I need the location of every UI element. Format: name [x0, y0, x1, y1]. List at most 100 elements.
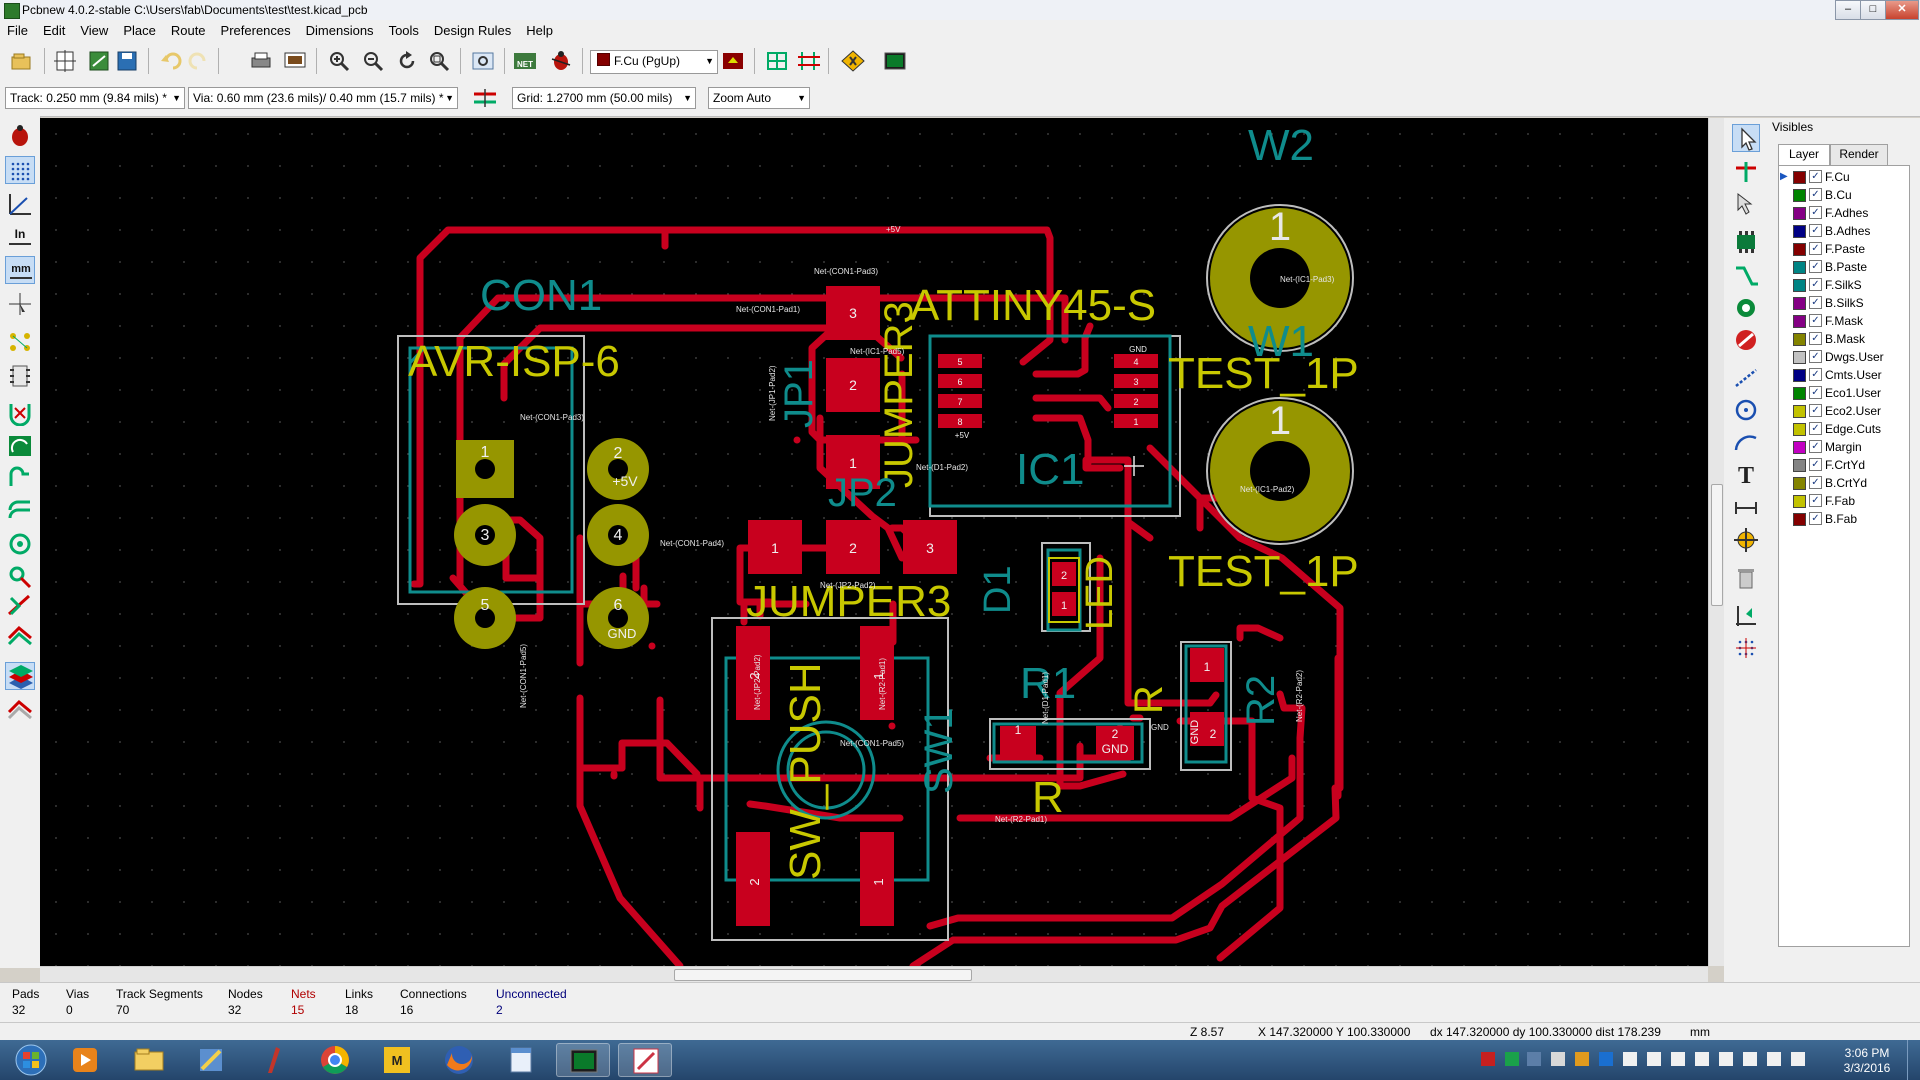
layer-color-swatch[interactable]	[1793, 387, 1806, 400]
page-settings-icon[interactable]	[52, 49, 78, 73]
layer-visibility-checkbox[interactable]: ✓	[1809, 494, 1822, 507]
layer-visibility-checkbox[interactable]: ✓	[1809, 224, 1822, 237]
layer-color-swatch[interactable]	[1793, 171, 1806, 184]
close-button[interactable]: ✕	[1885, 0, 1919, 20]
menu-preferences[interactable]: Preferences	[220, 23, 291, 38]
add-text-icon[interactable]: T	[1732, 460, 1760, 488]
microwave-icon[interactable]	[5, 592, 35, 620]
plot-icon[interactable]	[282, 49, 308, 73]
layer-row-fcrtyd[interactable]: ✓F.CrtYd	[1779, 456, 1909, 474]
delete-tool-icon[interactable]	[1732, 564, 1760, 592]
show-layers-panel-icon[interactable]	[5, 662, 35, 690]
auto-delete-track-icon[interactable]	[5, 398, 35, 426]
layer-row-bcu[interactable]: ✓B.Cu	[1779, 186, 1909, 204]
layer-row-fpaste[interactable]: ✓F.Paste	[1779, 240, 1909, 258]
add-keepout-icon[interactable]	[1732, 326, 1760, 354]
tray-monitor-icon[interactable]	[1551, 1052, 1565, 1066]
layer-row-fmask[interactable]: ✓F.Mask	[1779, 312, 1909, 330]
zoom-select[interactable]: Zoom Auto▼	[708, 87, 810, 109]
taskbar-tools-icon[interactable]	[184, 1043, 238, 1077]
microwave-tools-icon[interactable]	[5, 694, 35, 722]
highlight-net-icon[interactable]	[1732, 158, 1760, 186]
select-tool-icon[interactable]	[1732, 124, 1760, 152]
layer-row-fadhes[interactable]: ✓F.Adhes	[1779, 204, 1909, 222]
zoom-out-icon[interactable]	[360, 49, 386, 73]
layer-visibility-checkbox[interactable]: ✓	[1809, 206, 1822, 219]
print-icon[interactable]	[248, 49, 274, 73]
layer-row-ffab[interactable]: ✓F.Fab	[1779, 492, 1909, 510]
drc-icon[interactable]	[548, 49, 574, 73]
add-via-icon[interactable]	[1732, 294, 1760, 322]
set-origin-icon[interactable]	[1732, 602, 1760, 630]
tab-layer[interactable]: Layer	[1778, 144, 1830, 166]
minimize-button[interactable]: –	[1835, 0, 1861, 20]
tray-volume-icon[interactable]	[1791, 1052, 1805, 1066]
netlist-icon[interactable]: NET	[512, 49, 538, 73]
layer-row-bsilks[interactable]: ✓B.SilkS	[1779, 294, 1909, 312]
route-track-icon[interactable]	[1732, 262, 1760, 290]
taskbar-kicad-icon[interactable]	[618, 1043, 672, 1077]
add-arc-icon[interactable]	[1732, 428, 1760, 456]
layer-row-fcu[interactable]: ▶✓F.Cu	[1779, 168, 1909, 186]
layer-color-swatch[interactable]	[1793, 369, 1806, 382]
menu-design-rules[interactable]: Design Rules	[433, 23, 512, 38]
cursor-shape-icon[interactable]	[5, 290, 35, 318]
tray-network-icon[interactable]	[1719, 1052, 1733, 1066]
layer-visibility-checkbox[interactable]: ✓	[1809, 458, 1822, 471]
layer-row-dwgs-user[interactable]: ✓Dwgs.User	[1779, 348, 1909, 366]
module-ratsnest-icon[interactable]	[5, 362, 35, 390]
redo-icon[interactable]	[186, 49, 212, 73]
maximize-button[interactable]: □	[1860, 0, 1886, 20]
taskbar-media-player-icon[interactable]	[58, 1043, 112, 1077]
layer-row-bpaste[interactable]: ✓B.Paste	[1779, 258, 1909, 276]
add-line-icon[interactable]	[1732, 364, 1760, 392]
layer-visibility-checkbox[interactable]: ✓	[1809, 170, 1822, 183]
load-netlist-icon[interactable]	[86, 49, 112, 73]
add-footprint-icon[interactable]	[1732, 228, 1760, 256]
layer-color-swatch[interactable]	[1793, 351, 1806, 364]
layer-color-swatch[interactable]	[1793, 243, 1806, 256]
vertical-scrollbar[interactable]	[1708, 118, 1725, 966]
horizontal-scroll-thumb[interactable]	[674, 969, 972, 981]
layer-visibility-checkbox[interactable]: ✓	[1809, 350, 1822, 363]
layer-visibility-checkbox[interactable]: ✓	[1809, 296, 1822, 309]
via-sketch-icon[interactable]	[5, 464, 35, 492]
units-mm-button[interactable]: mm	[5, 256, 35, 284]
layer-visibility-checkbox[interactable]: ✓	[1809, 332, 1822, 345]
layer-row-margin[interactable]: ✓Margin	[1779, 438, 1909, 456]
tray-acrobat-icon[interactable]	[1481, 1052, 1495, 1066]
layer-color-swatch[interactable]	[1793, 459, 1806, 472]
tray-window-icon[interactable]	[1527, 1052, 1541, 1066]
vertical-scroll-thumb[interactable]	[1711, 484, 1723, 606]
undo-icon[interactable]	[158, 49, 184, 73]
taskbar-explorer-icon[interactable]	[122, 1043, 176, 1077]
layer-row-fsilks[interactable]: ✓F.SilkS	[1779, 276, 1909, 294]
taskbar-chrome-icon[interactable]	[308, 1043, 362, 1077]
layer-color-swatch[interactable]	[1793, 405, 1806, 418]
show-desktop-button[interactable]	[1907, 1040, 1920, 1080]
taskbar-pcbnew-icon[interactable]	[556, 1043, 610, 1077]
units-inch-button[interactable]: In	[5, 222, 35, 250]
redraw-icon[interactable]	[394, 49, 420, 73]
ratsnest-icon[interactable]	[5, 328, 35, 356]
layer-visibility-checkbox[interactable]: ✓	[1809, 242, 1822, 255]
start-button[interactable]	[4, 1043, 50, 1077]
layer-row-edge-cuts[interactable]: ✓Edge.Cuts	[1779, 420, 1909, 438]
menu-route[interactable]: Route	[170, 23, 206, 38]
local-ratsnest-icon[interactable]	[1732, 190, 1760, 218]
track-sketch-icon[interactable]	[5, 496, 35, 524]
layer-visibility-checkbox[interactable]: ✓	[1809, 314, 1822, 327]
menu-dimensions[interactable]: Dimensions	[305, 23, 374, 38]
menu-tools[interactable]: Tools	[388, 23, 419, 38]
autoroute-icon[interactable]	[840, 49, 866, 73]
mode-footprint-icon[interactable]	[764, 49, 790, 73]
layer-visibility-checkbox[interactable]: ✓	[1809, 368, 1822, 381]
layer-color-swatch[interactable]	[1793, 495, 1806, 508]
layer-visibility-checkbox[interactable]: ✓	[1809, 422, 1822, 435]
layer-color-swatch[interactable]	[1793, 315, 1806, 328]
taskbar-notepad-icon[interactable]	[494, 1043, 548, 1077]
zone-fill-icon[interactable]	[5, 432, 35, 460]
taskbar-firefox-icon[interactable]	[432, 1043, 486, 1077]
layer-visibility-checkbox[interactable]: ✓	[1809, 188, 1822, 201]
